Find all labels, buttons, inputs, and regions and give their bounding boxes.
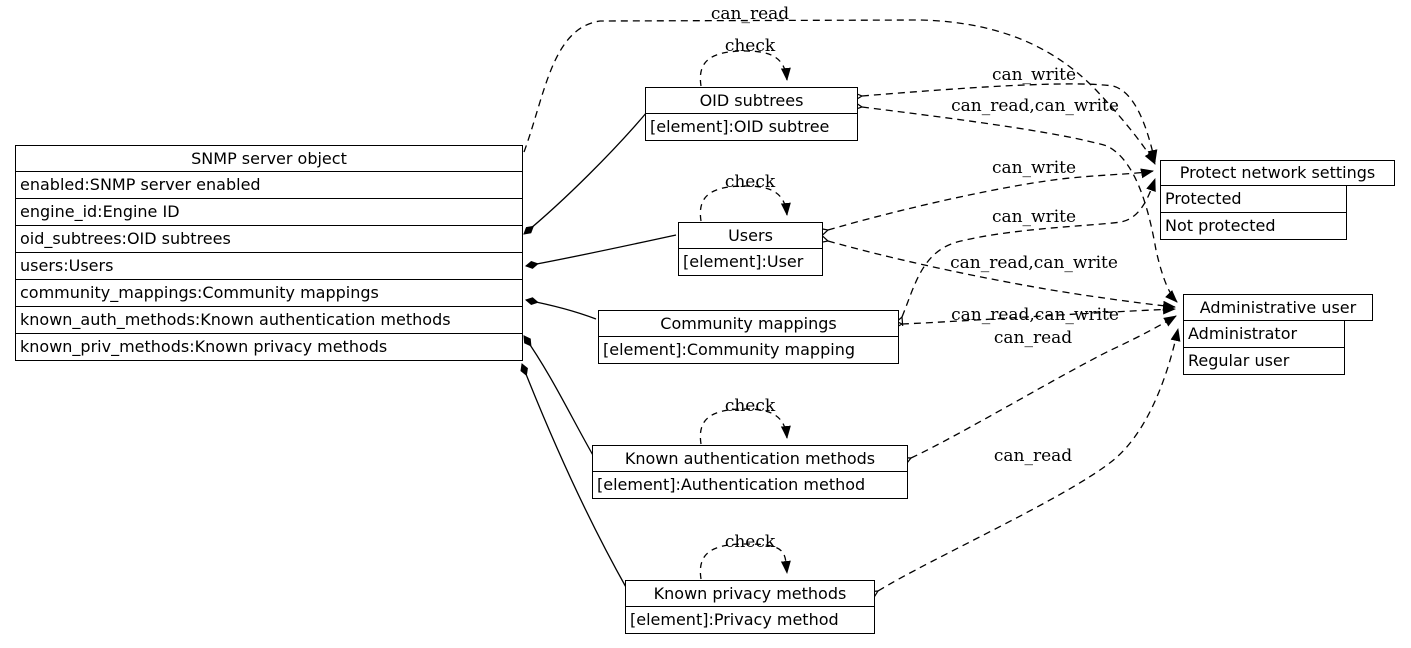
attribute-row-enabled: enabled:SNMP server enabled [15, 171, 523, 199]
edge-label-can-write-oid: can_write [991, 65, 1077, 85]
edge-label-can-read-can-write-community: can_read,can_write [951, 305, 1119, 325]
edge-label-can-read-known-auth: can_read [993, 328, 1073, 348]
attribute-row-community-mappings: community_mappings:Community mappings [15, 279, 523, 307]
composition-oid-subtrees [523, 111, 648, 235]
attribute-row-known-auth-methods: known_auth_methods:Known authentication … [15, 306, 523, 334]
edge-users-can-write-protect [828, 171, 1153, 230]
node-title: Community mappings [598, 310, 899, 337]
composition-users [525, 234, 677, 269]
attribute-row-known-priv-methods: known_priv_methods:Known privacy methods [15, 333, 523, 361]
composition-edges [520, 111, 677, 590]
value-row-administrator: Administrator [1183, 320, 1345, 348]
acl-edges [523, 19, 1178, 591]
edge-users-can-read-can-write-admin [828, 241, 1175, 307]
node-known-privacy-methods: Known privacy methods [element]:Privacy … [625, 580, 875, 634]
composition-known-auth [523, 335, 595, 458]
node-title: Administrative user [1183, 294, 1373, 321]
check-loop-users [699, 185, 791, 222]
node-oid-subtrees: OID subtrees [element]:OID subtree [645, 87, 858, 141]
check-loop-oid [699, 50, 791, 87]
edge-label-check-known-auth: check [724, 396, 776, 416]
edge-label-can-read-can-write-oid: can_read,can_write [951, 96, 1119, 116]
check-loops [699, 50, 791, 580]
attribute-row-element: [element]:OID subtree [645, 113, 858, 141]
node-title: Known authentication methods [592, 445, 908, 472]
node-users: Users [element]:User [678, 222, 823, 276]
attribute-row-element: [element]:Authentication method [592, 471, 908, 499]
attribute-row-element: [element]:User [678, 248, 823, 276]
node-title: Users [678, 222, 823, 249]
edge-label-can-write-users: can_write [991, 158, 1077, 178]
composition-community [525, 297, 597, 320]
node-title: Protect network settings [1160, 160, 1395, 186]
node-title: Known privacy methods [625, 580, 875, 607]
node-title: OID subtrees [645, 87, 858, 114]
edge-label-can-read-top: can_read [710, 4, 790, 24]
attribute-row-oid-subtrees: oid_subtrees:OID subtrees [15, 225, 523, 253]
attribute-row-element: [element]:Community mapping [598, 336, 899, 364]
attribute-row-engine-id: engine_id:Engine ID [15, 198, 523, 226]
edge-label-check-oid: check [724, 36, 776, 56]
value-row-protected: Protected [1160, 185, 1347, 213]
node-snmp-server-object: SNMP server object enabled:SNMP server e… [15, 145, 523, 361]
attribute-row-element: [element]:Privacy method [625, 606, 875, 634]
edge-label-can-read-can-write-users: can_read,can_write [950, 253, 1118, 273]
edge-label-check-users: check [724, 172, 776, 192]
edge-label-can-read-known-priv: can_read [993, 446, 1073, 466]
value-row-regular-user: Regular user [1183, 347, 1345, 375]
node-administrative-user: Administrative user Administrator Regula… [1183, 294, 1373, 375]
edge-known-priv-can-read-admin [878, 329, 1178, 591]
node-title: SNMP server object [15, 145, 523, 172]
edge-label-can-write-community: can_write [991, 207, 1077, 227]
attribute-row-users: users:Users [15, 252, 523, 280]
check-loop-known-auth [699, 408, 791, 445]
check-loop-known-priv [699, 543, 791, 580]
node-protect-network-settings: Protect network settings Protected Not p… [1160, 160, 1395, 240]
node-community-mappings: Community mappings [element]:Community m… [598, 310, 899, 364]
value-row-not-protected: Not protected [1160, 212, 1347, 240]
edge-label-check-known-priv: check [724, 532, 776, 552]
node-known-authentication-methods: Known authentication methods [element]:A… [592, 445, 908, 499]
composition-known-priv [520, 363, 628, 590]
edge-community-can-write-protect [902, 179, 1155, 317]
